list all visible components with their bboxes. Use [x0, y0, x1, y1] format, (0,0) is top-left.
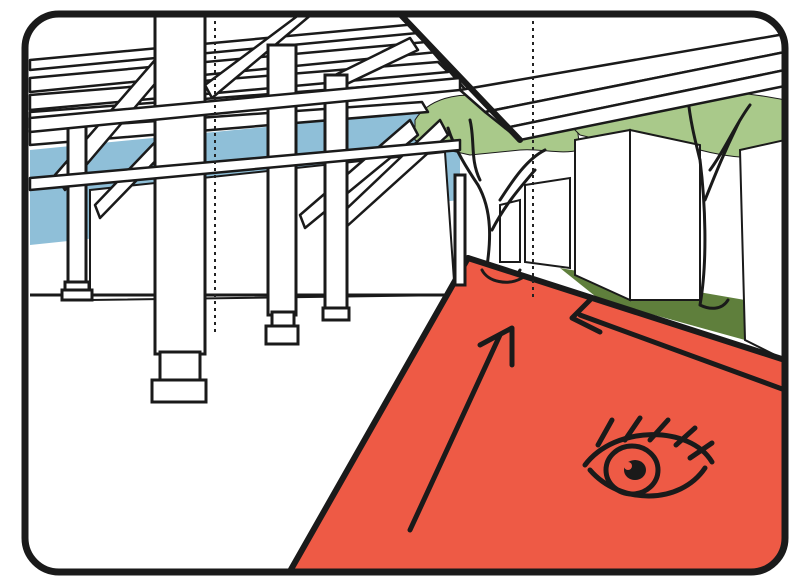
- column-front: [152, 14, 206, 402]
- building-far-right: [630, 130, 700, 300]
- column-far-back: [455, 175, 465, 285]
- column-mid: [266, 45, 298, 344]
- building-right: [575, 130, 630, 300]
- building-mid: [525, 178, 570, 268]
- column-far-left: [62, 125, 92, 300]
- building-edge-right: [740, 140, 785, 360]
- column-back: [323, 75, 349, 320]
